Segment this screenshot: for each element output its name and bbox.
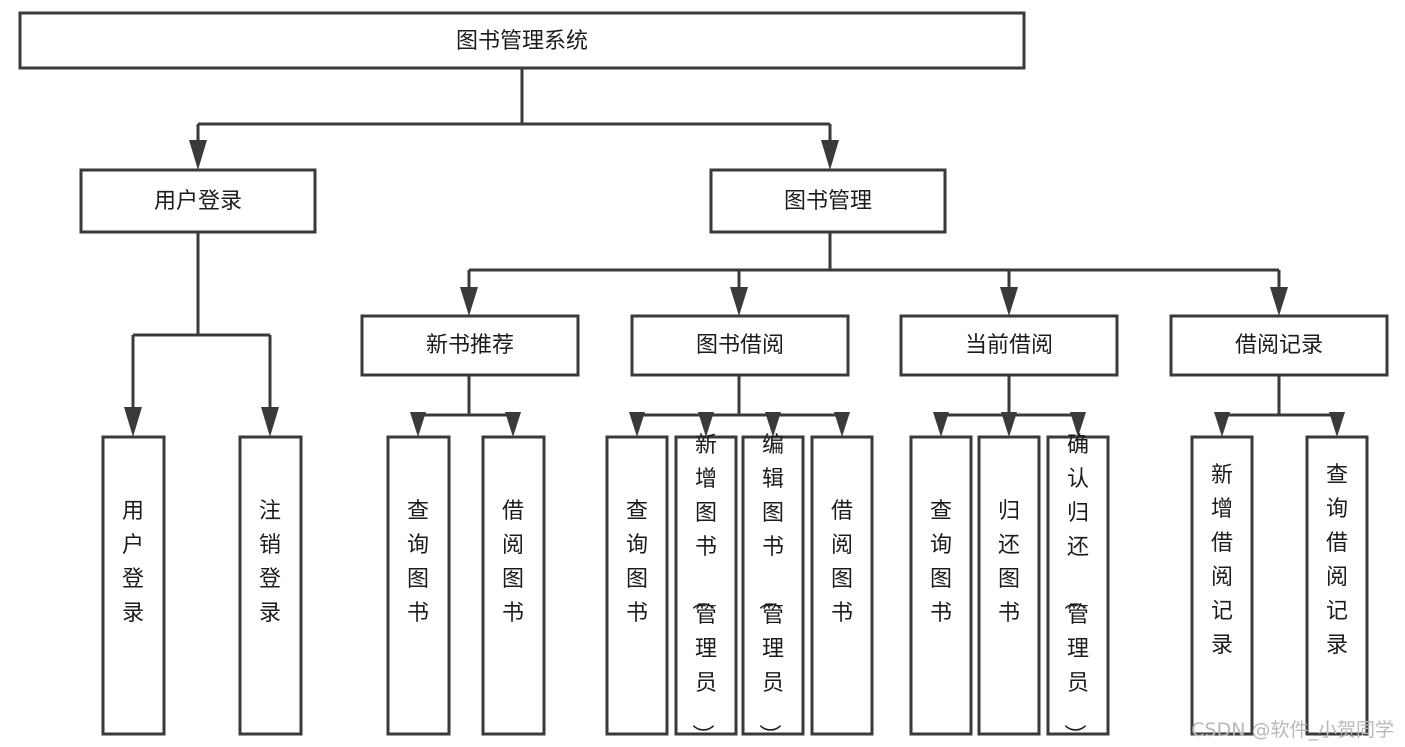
node-current-borrow[interactable]: 当前借阅 bbox=[899, 314, 1119, 377]
arrow-to-leaf-query-book-1 bbox=[410, 412, 426, 437]
arrow-to-new-book-recommend bbox=[460, 287, 478, 316]
node-borrow-record-box[interactable] bbox=[1169, 314, 1389, 377]
node-root-box[interactable] bbox=[18, 11, 1026, 70]
node-book-manage-box[interactable] bbox=[709, 168, 947, 234]
leaf-user-login-label: 用户登录 bbox=[122, 499, 144, 626]
node-book-manage-label: 图书管理 bbox=[784, 189, 872, 214]
node-borrow-record[interactable]: 借阅记录 bbox=[1169, 314, 1389, 377]
leaf-query-record[interactable]: 查询借阅记录 bbox=[1305, 435, 1369, 736]
leaf-query-book-2-label: 查询图书 bbox=[626, 499, 648, 626]
leaf-user-logout[interactable]: 注销登录 bbox=[238, 435, 303, 736]
leaf-user-logout-label: 注销登录 bbox=[259, 499, 281, 626]
node-root[interactable]: 图书管理系统 bbox=[18, 11, 1026, 70]
leaf-query-book-3[interactable]: 查询图书 bbox=[909, 435, 973, 736]
leaf-add-record-box[interactable] bbox=[1190, 435, 1254, 736]
leaf-user-logout-box[interactable] bbox=[238, 435, 303, 736]
arrow-to-leaf-return-book bbox=[1001, 412, 1017, 437]
leaf-edit-book[interactable]: 编辑图书（管理员） bbox=[741, 433, 805, 746]
node-new-book-recommend[interactable]: 新书推荐 bbox=[360, 314, 580, 377]
connector-layer bbox=[124, 68, 1345, 437]
leaf-query-record-label: 查询借阅记录 bbox=[1326, 463, 1348, 658]
leaf-confirm-return[interactable]: 确认归还（管理员） bbox=[1046, 433, 1110, 746]
arrow-to-leaf-query-book-2 bbox=[629, 412, 645, 437]
leaf-query-book-2[interactable]: 查询图书 bbox=[605, 435, 669, 736]
leaf-borrow-book-2-box[interactable] bbox=[810, 435, 874, 736]
leaf-edit-book-label: 编辑图书（管理员） bbox=[756, 433, 784, 746]
leaf-add-record[interactable]: 新增借阅记录 bbox=[1190, 435, 1254, 736]
arrow-to-leaf-confirm-return bbox=[1070, 412, 1086, 437]
leaf-query-book-2-box[interactable] bbox=[605, 435, 669, 736]
leaf-add-book-label: 新增图书（管理员） bbox=[689, 433, 717, 746]
leaf-query-book-3-label: 查询图书 bbox=[930, 499, 952, 626]
leaf-query-book-1-label: 查询图书 bbox=[407, 499, 429, 626]
leaf-confirm-return-box[interactable] bbox=[1046, 435, 1110, 736]
arrow-to-leaf-borrow-book-1 bbox=[505, 412, 521, 437]
node-user-login[interactable]: 用户登录 bbox=[79, 168, 317, 234]
node-current-borrow-label: 当前借阅 bbox=[965, 333, 1053, 358]
leaf-borrow-book-1-label: 借阅图书 bbox=[502, 499, 524, 626]
leaf-borrow-book-1-box[interactable] bbox=[481, 435, 546, 736]
node-new-book-recommend-box[interactable] bbox=[360, 314, 580, 377]
leaf-query-book-3-box[interactable] bbox=[909, 435, 973, 736]
leaf-add-book[interactable]: 新增图书（管理员） bbox=[674, 433, 738, 746]
node-book-borrow-label: 图书借阅 bbox=[696, 333, 784, 358]
leaf-return-book-box[interactable] bbox=[977, 435, 1041, 736]
leaf-query-record-box[interactable] bbox=[1305, 435, 1369, 736]
leaf-borrow-book-2-label: 借阅图书 bbox=[831, 499, 853, 626]
leaf-return-book[interactable]: 归还图书 bbox=[977, 435, 1041, 736]
arrow-to-leaf-add-record bbox=[1214, 412, 1230, 437]
node-root-label: 图书管理系统 bbox=[456, 29, 588, 54]
arrow-to-leaf-user-logout bbox=[261, 407, 279, 437]
node-user-login-box[interactable] bbox=[79, 168, 317, 234]
leaf-add-book-box[interactable] bbox=[674, 435, 738, 736]
arrow-to-leaf-user-login bbox=[124, 407, 142, 437]
arrow-to-leaf-query-book-3 bbox=[933, 412, 949, 437]
arrow-to-leaf-query-record bbox=[1329, 412, 1345, 437]
leaf-borrow-book-2[interactable]: 借阅图书 bbox=[810, 435, 874, 736]
leaf-user-login-box[interactable] bbox=[101, 435, 166, 736]
arrow-to-user-login bbox=[189, 140, 207, 170]
arrow-to-borrow-record bbox=[1270, 287, 1288, 316]
node-current-borrow-box[interactable] bbox=[899, 314, 1119, 377]
arrow-to-book-manage bbox=[821, 140, 839, 170]
leaf-add-record-label: 新增借阅记录 bbox=[1211, 463, 1233, 658]
arrow-to-leaf-borrow-book-2 bbox=[834, 412, 850, 437]
arrow-to-leaf-edit-book bbox=[765, 412, 781, 437]
node-user-login-label: 用户登录 bbox=[154, 189, 242, 214]
leaf-user-login[interactable]: 用户登录 bbox=[101, 435, 166, 736]
csdn-watermark: CSDN @软件_小贺同学 bbox=[1191, 719, 1394, 741]
leaf-edit-book-box[interactable] bbox=[741, 435, 805, 736]
leaf-borrow-book-1[interactable]: 借阅图书 bbox=[481, 435, 546, 736]
node-borrow-record-label: 借阅记录 bbox=[1235, 333, 1323, 358]
leaf-confirm-return-label: 确认归还（管理员） bbox=[1061, 433, 1089, 746]
arrow-to-leaf-add-book bbox=[698, 412, 714, 437]
leaf-query-book-1-box[interactable] bbox=[386, 435, 451, 736]
leaf-return-book-label: 归还图书 bbox=[998, 499, 1020, 626]
leaf-query-book-1[interactable]: 查询图书 bbox=[386, 435, 451, 736]
node-book-borrow-box[interactable] bbox=[630, 314, 850, 377]
node-new-book-recommend-label: 新书推荐 bbox=[426, 333, 514, 358]
node-book-borrow[interactable]: 图书借阅 bbox=[630, 314, 850, 377]
arrow-to-book-borrow bbox=[730, 287, 748, 316]
node-book-manage[interactable]: 图书管理 bbox=[709, 168, 947, 234]
arrow-to-current-borrow bbox=[1000, 287, 1018, 316]
